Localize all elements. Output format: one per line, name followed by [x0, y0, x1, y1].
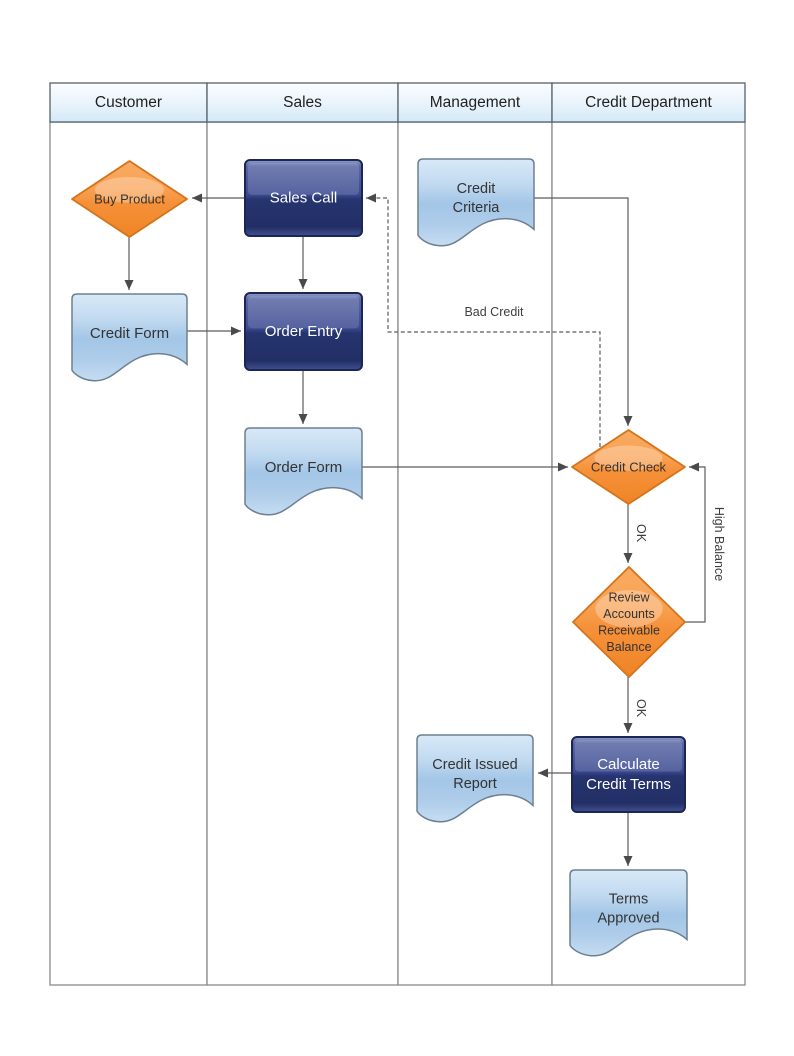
lane-title-credit-department: Credit Department — [585, 94, 712, 111]
document-shape — [569, 869, 688, 957]
node-label: Order Entry — [265, 323, 343, 340]
lane-title-sales: Sales — [283, 94, 322, 111]
node-label: Buy Product — [94, 192, 165, 207]
shape-gloss — [595, 590, 663, 628]
edge-label-high-balance: High Balance — [712, 507, 726, 581]
edge-review-to-credit-check-high-balance — [685, 462, 706, 623]
document-shape — [71, 293, 188, 382]
shape-gloss — [248, 163, 359, 195]
node-label: Credit Check — [591, 460, 667, 475]
process-shape — [571, 736, 686, 813]
document-shape — [244, 427, 363, 516]
node-credit-check[interactable]: Credit Check — [571, 429, 686, 505]
shape-gloss — [594, 445, 663, 471]
document-shape — [417, 158, 535, 247]
node-buy-product[interactable]: Buy Product — [71, 160, 188, 238]
decision-shape — [572, 566, 686, 678]
lane-header-sales — [206, 82, 399, 123]
process-shape — [244, 159, 363, 237]
node-order-form[interactable]: Order Form — [244, 427, 363, 516]
node-label: Sales Call — [270, 190, 338, 207]
edge-label-bad-credit: Bad Credit — [464, 305, 524, 319]
lane-title-customer: Customer — [95, 94, 162, 111]
decision-shape — [571, 429, 686, 505]
lane-header-credit-department — [551, 82, 746, 123]
lane-title-management: Management — [430, 94, 521, 111]
lane-header-management — [397, 82, 553, 123]
edge-credit-check-to-sales-call-bad-credit — [366, 193, 601, 447]
process-shape — [244, 292, 363, 371]
document-shape — [416, 734, 534, 823]
shape-gloss — [248, 296, 359, 329]
node-sales-call[interactable]: Sales Call — [244, 159, 363, 237]
edge-label-ok-2: OK — [634, 699, 648, 718]
node-label: Credit Form — [90, 325, 169, 342]
decision-shape — [71, 160, 188, 238]
node-credit-form[interactable]: Credit Form — [71, 293, 188, 382]
shape-gloss — [575, 740, 682, 772]
edge-label-ok-1: OK — [634, 524, 648, 543]
edge-credit-criteria-to-credit-check — [534, 197, 633, 426]
node-order-entry[interactable]: Order Entry — [244, 292, 363, 371]
shape-gloss — [95, 176, 164, 203]
node-label: Order Form — [265, 459, 343, 476]
lane-body-management — [397, 121, 553, 986]
